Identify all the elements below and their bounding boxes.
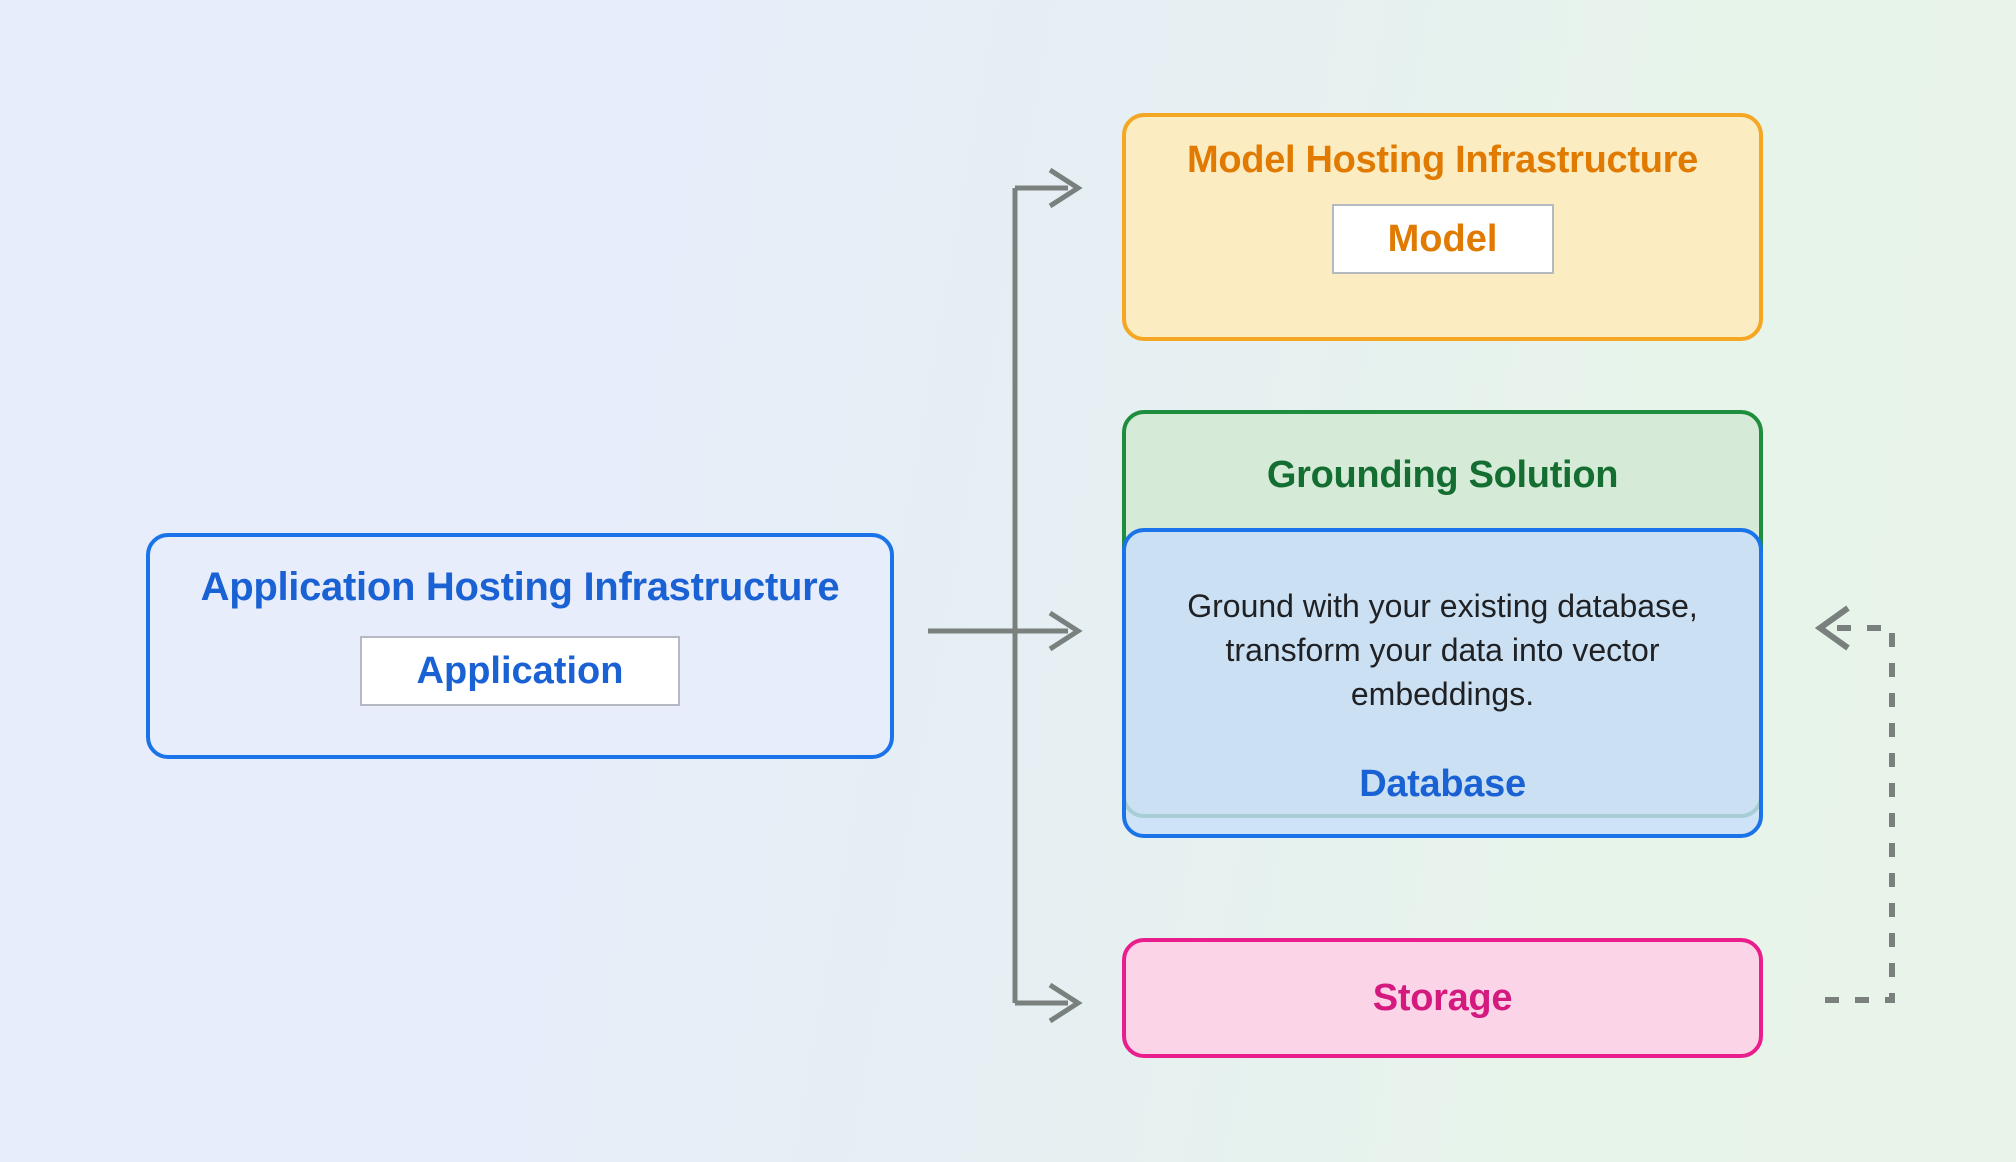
application-hosting-infrastructure-box[interactable]: Application Hosting Infrastructure Appli… — [146, 533, 894, 759]
arrowhead-model-icon — [1048, 167, 1083, 209]
model-hosting-title: Model Hosting Infrastructure — [1187, 139, 1698, 181]
arrowhead-grounding-icon — [1048, 610, 1083, 652]
arrowhead-storage-icon — [1048, 982, 1083, 1024]
storage-title: Storage — [1372, 976, 1513, 1019]
dashed-path — [1825, 625, 1895, 1003]
database-title: Database — [1359, 763, 1526, 805]
storage-box[interactable]: Storage — [1122, 938, 1763, 1058]
arrowhead-database-icon — [1814, 605, 1850, 651]
database-box[interactable]: Ground with your existing database, tran… — [1122, 528, 1763, 838]
application-hosting-title: Application Hosting Infrastructure — [200, 565, 840, 609]
model-hosting-infrastructure-box[interactable]: Model Hosting Infrastructure Model — [1122, 113, 1763, 341]
database-note-text: Ground with your existing database, tran… — [1187, 588, 1698, 712]
grounding-solution-title: Grounding Solution — [1266, 454, 1619, 496]
model-chip[interactable]: Model — [1331, 204, 1554, 274]
application-chip[interactable]: Application — [360, 636, 680, 706]
